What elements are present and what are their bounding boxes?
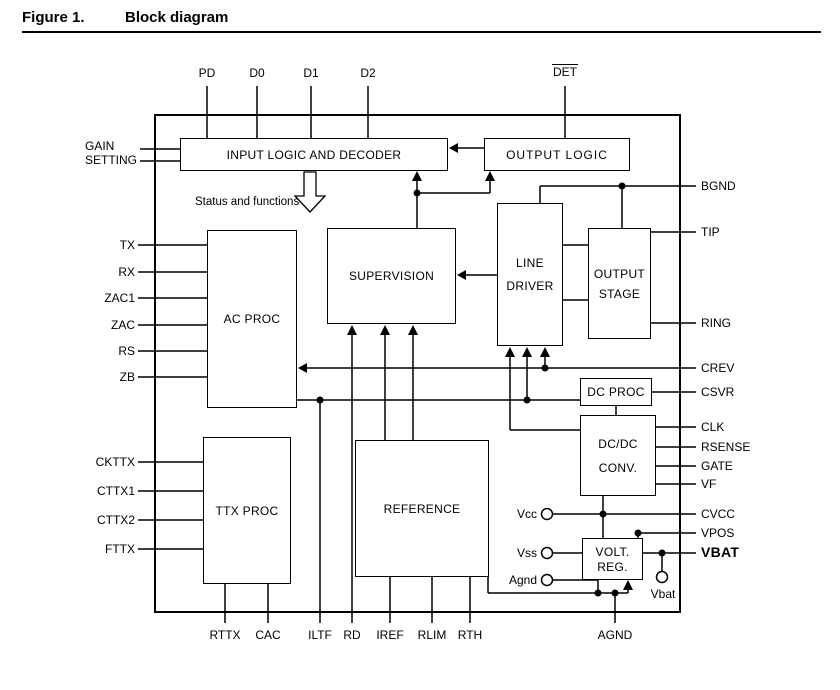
pin-label-vf: VF bbox=[701, 477, 717, 491]
block-dcdc-conv: DC/DC CONV. bbox=[580, 415, 656, 496]
block-reference-label: REFERENCE bbox=[383, 501, 461, 516]
junction-dots bbox=[316, 182, 666, 597]
block-volt-reg-label-2: REG. bbox=[597, 559, 628, 574]
terminal-circle-icons bbox=[540, 507, 669, 587]
dcdc-driver-link bbox=[509, 356, 580, 431]
supervision-feed-wires bbox=[351, 333, 414, 623]
status-arrow-icon bbox=[293, 171, 327, 213]
pin-label-rth: RTH bbox=[457, 628, 483, 642]
pin-label-bgnd: BGND bbox=[701, 179, 736, 193]
pin-label-pd: PD bbox=[198, 66, 216, 80]
left-ttx-wires bbox=[138, 461, 203, 550]
dcdc-pin-wires bbox=[656, 426, 696, 485]
pin-label-fttx: FTTX bbox=[105, 542, 135, 556]
block-output-logic: OUTPUT LOGIC bbox=[484, 138, 630, 171]
pin-label-det: DET bbox=[545, 64, 585, 79]
block-ttx-proc-label: TTX PROC bbox=[215, 503, 279, 518]
status-functions-annotation: Status and functions bbox=[195, 196, 300, 208]
pin-label-zac: ZAC bbox=[111, 318, 135, 332]
pin-label-d2: D2 bbox=[360, 66, 376, 80]
pin-label-tx: TX bbox=[119, 238, 135, 252]
block-ac-proc: AC PROC bbox=[207, 230, 297, 408]
block-input-logic: INPUT LOGIC AND DECODER bbox=[180, 138, 448, 171]
bgnd-net bbox=[539, 185, 696, 228]
pin-label-iref: IREF bbox=[376, 628, 404, 642]
pin-label-csvr: CSVR bbox=[701, 385, 735, 399]
block-dc-proc-label: DC PROC bbox=[587, 385, 645, 399]
figure-title: Block diagram bbox=[125, 9, 229, 26]
mid-net bbox=[297, 356, 580, 623]
pin-label-zb: ZB bbox=[119, 370, 135, 384]
reference-pin-wires bbox=[389, 577, 471, 623]
pin-label-d0: D0 bbox=[249, 66, 265, 80]
supervision-logic-net bbox=[416, 181, 491, 228]
ttx-pin-wires bbox=[224, 584, 269, 623]
pin-label-cvcc: CVCC bbox=[701, 507, 736, 521]
pin-label-agnd: AGND bbox=[597, 628, 633, 642]
pin-label-gain: GAIN bbox=[85, 139, 115, 153]
left-acproc-wires bbox=[138, 244, 207, 378]
tip-ring-wires bbox=[651, 231, 696, 324]
figure-label: Figure 1. bbox=[22, 9, 85, 26]
block-dcdc-conv-label-1: DC/DC bbox=[598, 436, 638, 451]
pin-label-vss-int: Vss bbox=[516, 546, 537, 560]
block-output-logic-label: OUTPUT LOGIC bbox=[506, 147, 608, 162]
block-dc-proc: DC PROC bbox=[580, 378, 652, 406]
block-volt-reg-label-1: VOLT. bbox=[595, 544, 630, 559]
chip-outline bbox=[154, 114, 681, 613]
dcproc-links bbox=[615, 391, 696, 415]
pin-label-clk: CLK bbox=[701, 420, 725, 434]
pin-label-rsense: RSENSE bbox=[701, 440, 751, 454]
block-ttx-proc: TTX PROC bbox=[203, 437, 291, 584]
block-input-logic-label: INPUT LOGIC AND DECODER bbox=[226, 147, 402, 162]
supply-net bbox=[553, 496, 696, 538]
title-rule bbox=[22, 31, 821, 33]
block-volt-reg: VOLT. REG. bbox=[582, 538, 643, 580]
block-output-stage: OUTPUT STAGE bbox=[588, 228, 651, 339]
block-reference: REFERENCE bbox=[355, 440, 489, 577]
pin-label-vbat-ext: Vbat bbox=[650, 587, 676, 601]
pin-label-rlim: RLIM bbox=[417, 628, 447, 642]
block-output-stage-label-1: OUTPUT bbox=[593, 266, 646, 281]
block-dcdc-conv-label-2: CONV. bbox=[598, 460, 638, 475]
pin-label-d1: D1 bbox=[303, 66, 319, 80]
pin-label-ring: RING bbox=[701, 316, 731, 330]
pin-label-agnd-int: Agnd bbox=[508, 573, 537, 587]
pin-label-vbat: VBAT bbox=[701, 544, 740, 560]
pin-label-cttx1: CTTX1 bbox=[96, 484, 135, 498]
block-line-driver: LINE DRIVER bbox=[497, 203, 563, 346]
pin-label-gate: GATE bbox=[701, 459, 733, 473]
block-output-stage-label-2: STAGE bbox=[598, 286, 641, 301]
pin-label-rttx: RTTX bbox=[209, 628, 241, 642]
pin-label-rx: RX bbox=[118, 265, 135, 279]
pin-label-setting: SETTING bbox=[85, 153, 138, 167]
block-supervision: SUPERVISION bbox=[327, 228, 456, 324]
pin-label-iltf: ILTF bbox=[308, 628, 332, 642]
crev-net bbox=[307, 356, 696, 369]
pin-label-cttx2: CTTX2 bbox=[96, 513, 135, 527]
top-pin-wires bbox=[206, 86, 566, 138]
block-ac-proc-label: AC PROC bbox=[223, 312, 281, 326]
pin-label-rd: RD bbox=[343, 628, 361, 642]
block-line-driver-label-1: LINE bbox=[516, 256, 544, 270]
block-line-driver-label-2: DRIVER bbox=[506, 279, 554, 293]
pin-label-det-text: DET bbox=[552, 64, 578, 79]
pin-label-rs: RS bbox=[118, 344, 135, 358]
pin-label-ckttx: CKTTX bbox=[95, 455, 135, 469]
driver-stage-links bbox=[563, 244, 588, 301]
gain-setting-wires bbox=[140, 148, 180, 162]
pin-label-crev: CREV bbox=[701, 361, 735, 375]
arrowhead-icons bbox=[298, 143, 633, 590]
pin-label-zac1: ZAC1 bbox=[104, 291, 135, 305]
pin-label-vpos: VPOS bbox=[701, 526, 735, 540]
agnd-net bbox=[487, 577, 629, 623]
pin-label-vcc-int: Vcc bbox=[516, 507, 537, 521]
pin-label-cac: CAC bbox=[255, 628, 281, 642]
pin-label-tip: TIP bbox=[701, 225, 720, 239]
block-supervision-label: SUPERVISION bbox=[348, 269, 435, 283]
